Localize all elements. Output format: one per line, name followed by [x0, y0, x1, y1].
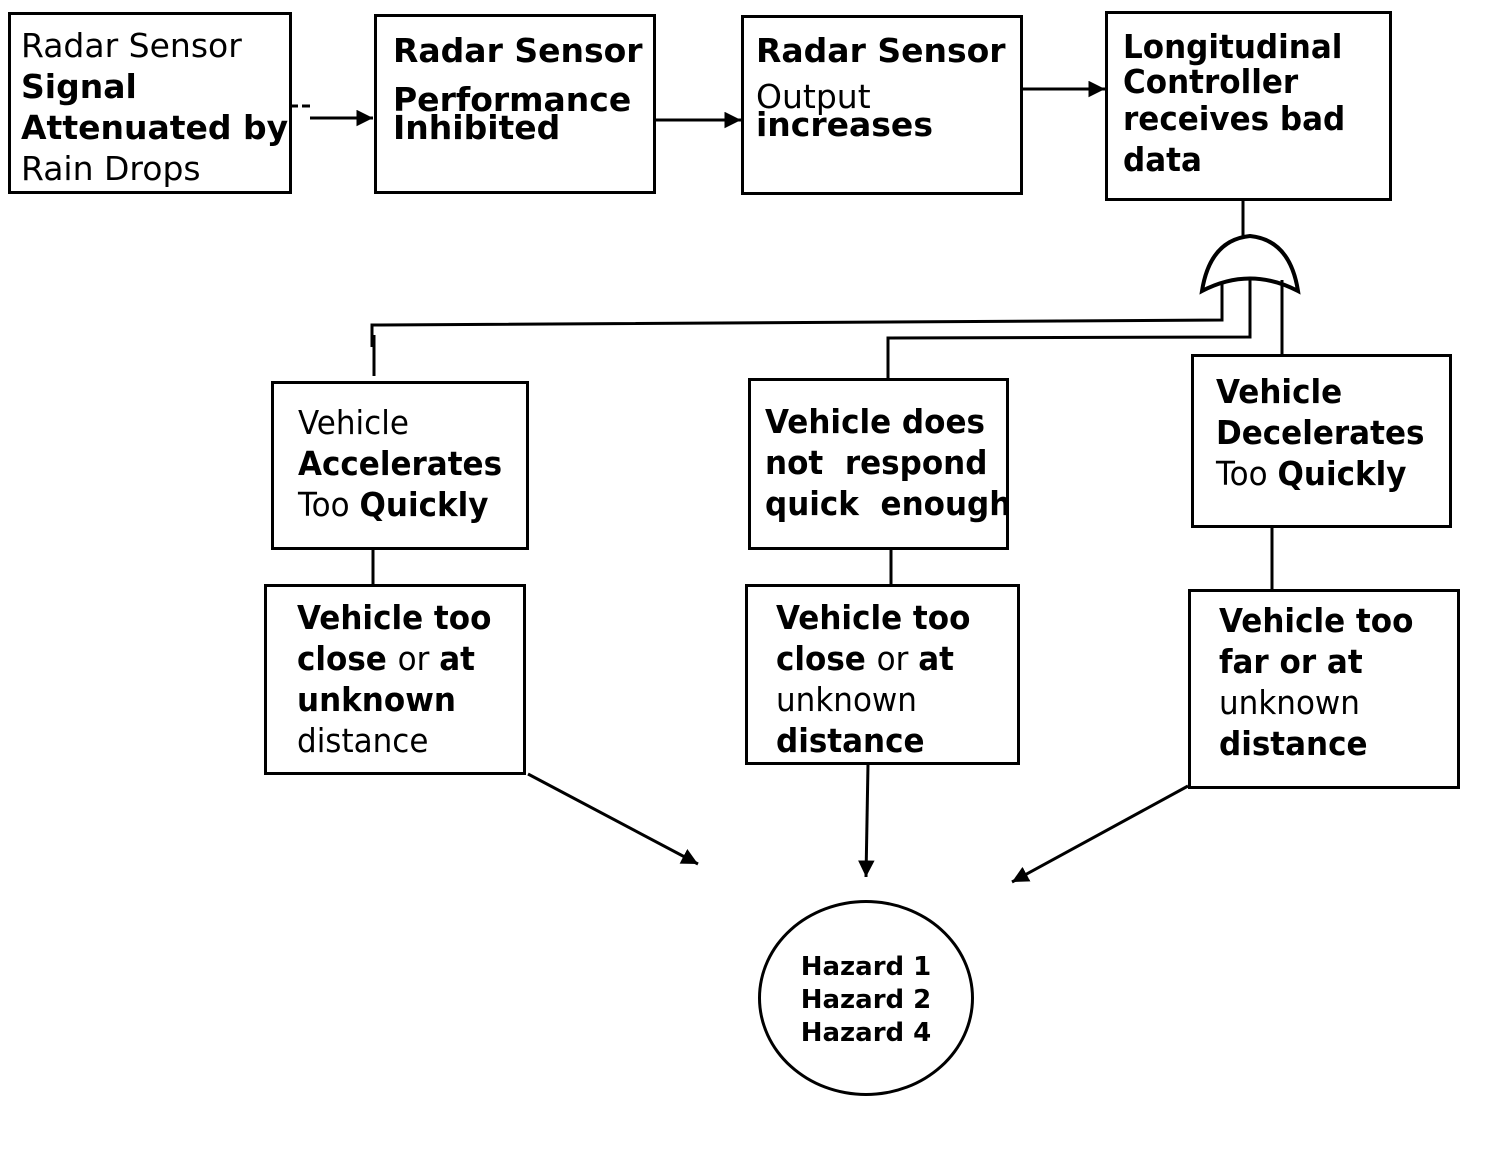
box-text: Vehicle too: [1219, 601, 1414, 640]
box-text: unknown: [1219, 683, 1360, 722]
box-text: or: [876, 639, 919, 678]
hazard-circle: Hazard 1 Hazard 2 Hazard 4: [758, 900, 974, 1096]
box-text: Too: [1216, 454, 1278, 493]
box-radar-performance-inhibited: Radar Sensor Performance Inhibited: [374, 14, 656, 194]
box-text: Controller: [1123, 62, 1299, 101]
box-text-line: close or at: [297, 638, 509, 679]
box-text: Performance: [393, 80, 632, 119]
box-radar-signal-attenuated: Radar Sensor Signal Attenuated by Rain D…: [8, 12, 292, 194]
box-text: not respond: [765, 443, 988, 482]
box-text: Accelerates: [298, 444, 503, 483]
wire-accelerates-to-gate: [370, 283, 1224, 347]
box-text-line: Too Quickly: [298, 484, 512, 525]
box-longitudinal-controller: Longitudinal Controller receives bad dat…: [1105, 11, 1392, 201]
box-text: far or at: [1219, 642, 1363, 681]
box-vehicle-too-close-1: Vehicle too close or at unknown distance: [264, 584, 526, 775]
box-text: at: [439, 639, 475, 678]
box-text: Radar Sensor: [756, 31, 1006, 70]
box-text: Signal: [21, 67, 137, 106]
box-text: Radar Sensor: [393, 31, 643, 70]
arrow-far-to-hazard: [1011, 784, 1189, 884]
box-text: Vehicle too: [776, 598, 971, 637]
box-text: Output: [756, 77, 871, 116]
hazard-label: Hazard 4: [800, 1018, 932, 1048]
box-text: increases: [756, 105, 933, 144]
box-text: Inhibited: [393, 108, 561, 147]
wire-not-respond-to-gate: [886, 278, 1252, 379]
box-text: distance: [1219, 724, 1368, 763]
box-vehicle-decelerates-too-quickly: Vehicle Decelerates Too Quickly: [1191, 354, 1452, 528]
box-text-line: close or at: [776, 638, 1003, 679]
box-vehicle-too-close-2: Vehicle too close or at unknown distance: [745, 584, 1020, 765]
box-text: Radar Sensor: [21, 26, 242, 65]
box-text: Longitudinal: [1123, 27, 1343, 66]
box-text: Vehicle does: [765, 402, 985, 441]
box-text: unknown: [297, 680, 456, 719]
box-text: Quickly: [359, 485, 489, 524]
circle-crop-mask: [740, 1098, 990, 1158]
box-text: Quickly: [1277, 454, 1407, 493]
box-radar-output-increases: Radar Sensor Output increases: [741, 15, 1023, 195]
box-vehicle-does-not-respond: Vehicle does not respond quick enough: [748, 378, 1012, 550]
box-vehicle-accelerates-too-quickly: Vehicle Accelerates Too Quickly: [271, 381, 529, 550]
box-text: data: [1123, 140, 1202, 179]
box-text: Attenuated by: [21, 108, 289, 147]
box-text: quick enough: [765, 484, 1012, 523]
box-text: or: [397, 639, 440, 678]
hazard-label: Hazard 1: [800, 952, 932, 982]
box-text: distance: [297, 721, 429, 760]
box-text: Vehicle: [298, 403, 409, 442]
box-vehicle-too-far: Vehicle too far or at unknown distance: [1188, 589, 1460, 789]
box-text: distance: [776, 721, 925, 760]
box-text: Too: [298, 485, 360, 524]
box-text: close: [297, 639, 398, 678]
arrow-close1-to-hazard: [527, 772, 699, 866]
box-text: Rain Drops: [21, 149, 201, 188]
box-text: Decelerates: [1216, 413, 1425, 452]
box-text: receives bad: [1123, 99, 1346, 138]
arrow-close2-to-hazard: [858, 763, 875, 878]
box-text-line: Too Quickly: [1216, 453, 1435, 494]
box-text: Vehicle too: [297, 598, 492, 637]
box-text: at: [918, 639, 954, 678]
or-gate-symbol: [1199, 233, 1301, 295]
box-text: close: [776, 639, 877, 678]
box-text: unknown: [776, 680, 917, 719]
box-text: Vehicle: [1216, 372, 1343, 411]
hazard-label: Hazard 2: [800, 985, 932, 1015]
